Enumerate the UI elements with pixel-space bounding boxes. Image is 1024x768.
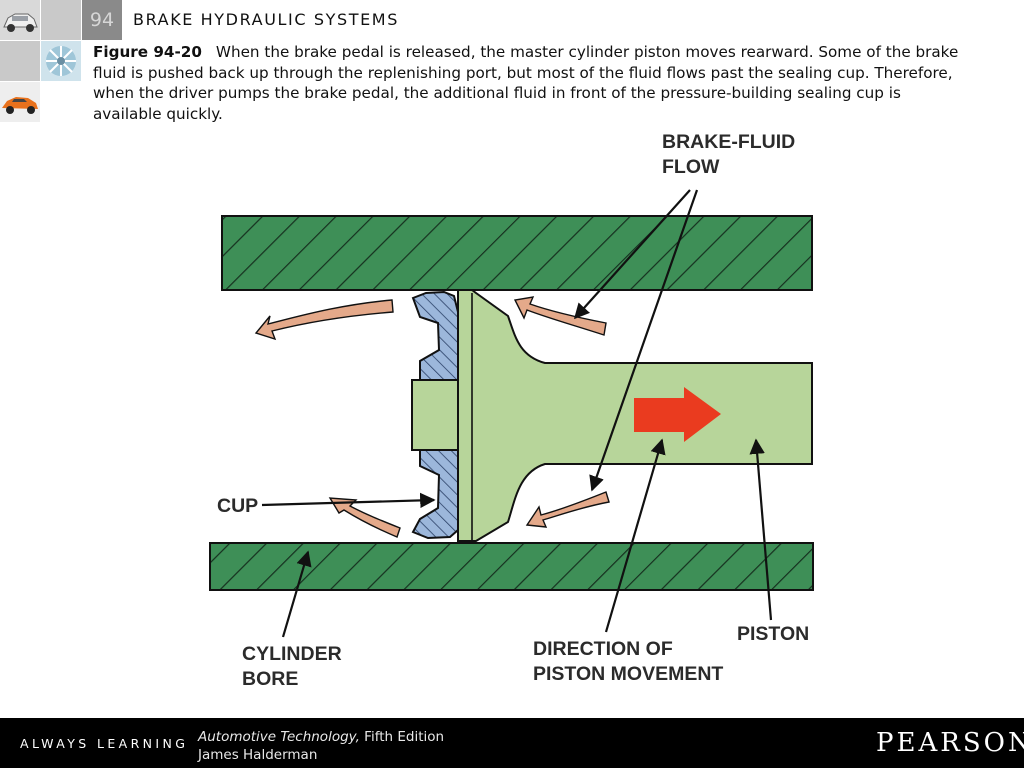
chapter-thumbnails: 94 (0, 0, 122, 122)
sealing-cup (411, 290, 459, 381)
label-cylinder-bore-2: BORE (242, 668, 298, 690)
chapter-number: 94 (82, 0, 122, 40)
book-info: Automotive Technology, Fifth Edition Jam… (198, 729, 444, 764)
figure-label: Figure 94-20 (93, 43, 202, 61)
label-brake-fluid-flow: BRAKE-FLUID (662, 131, 795, 153)
direction-arrow (634, 387, 721, 442)
footer-tagline: ALWAYS LEARNING (20, 736, 189, 751)
book-author: James Halderman (198, 746, 318, 763)
book-title: Automotive Technology, (198, 729, 360, 745)
turbine-thumbnail-icon (41, 41, 81, 81)
cylinder-bore-top-wall (221, 215, 813, 291)
fluid-flow-arrow (525, 491, 610, 528)
chapter-title: BRAKE HYDRAULIC SYSTEMS (133, 10, 399, 29)
label-direction-2: PISTON MOVEMENT (533, 663, 723, 685)
label-direction: DIRECTION OF (533, 638, 673, 660)
car-thumbnail-icon (0, 0, 40, 40)
footer-bar: ALWAYS LEARNING Automotive Technology, F… (0, 718, 1024, 768)
sports-car-thumbnail-icon (0, 82, 40, 122)
label-cup: CUP (217, 495, 258, 517)
label-piston: PISTON (737, 623, 809, 645)
book-edition: Fifth Edition (359, 729, 445, 745)
sealing-cup-lower (411, 449, 459, 540)
publisher-logo: PEARSON (876, 728, 1024, 758)
cylinder-bore-bottom-wall (209, 542, 814, 591)
fluid-flow-arrow (254, 299, 394, 341)
fluid-flow-arrow (513, 296, 607, 336)
label-cylinder-bore: CYLINDER (242, 643, 342, 665)
piston-nose (411, 379, 459, 451)
caption-text: When the brake pedal is released, the ma… (93, 43, 959, 123)
label-brake-fluid-flow-2: FLOW (662, 156, 720, 178)
fluid-flow-arrow (328, 497, 401, 538)
